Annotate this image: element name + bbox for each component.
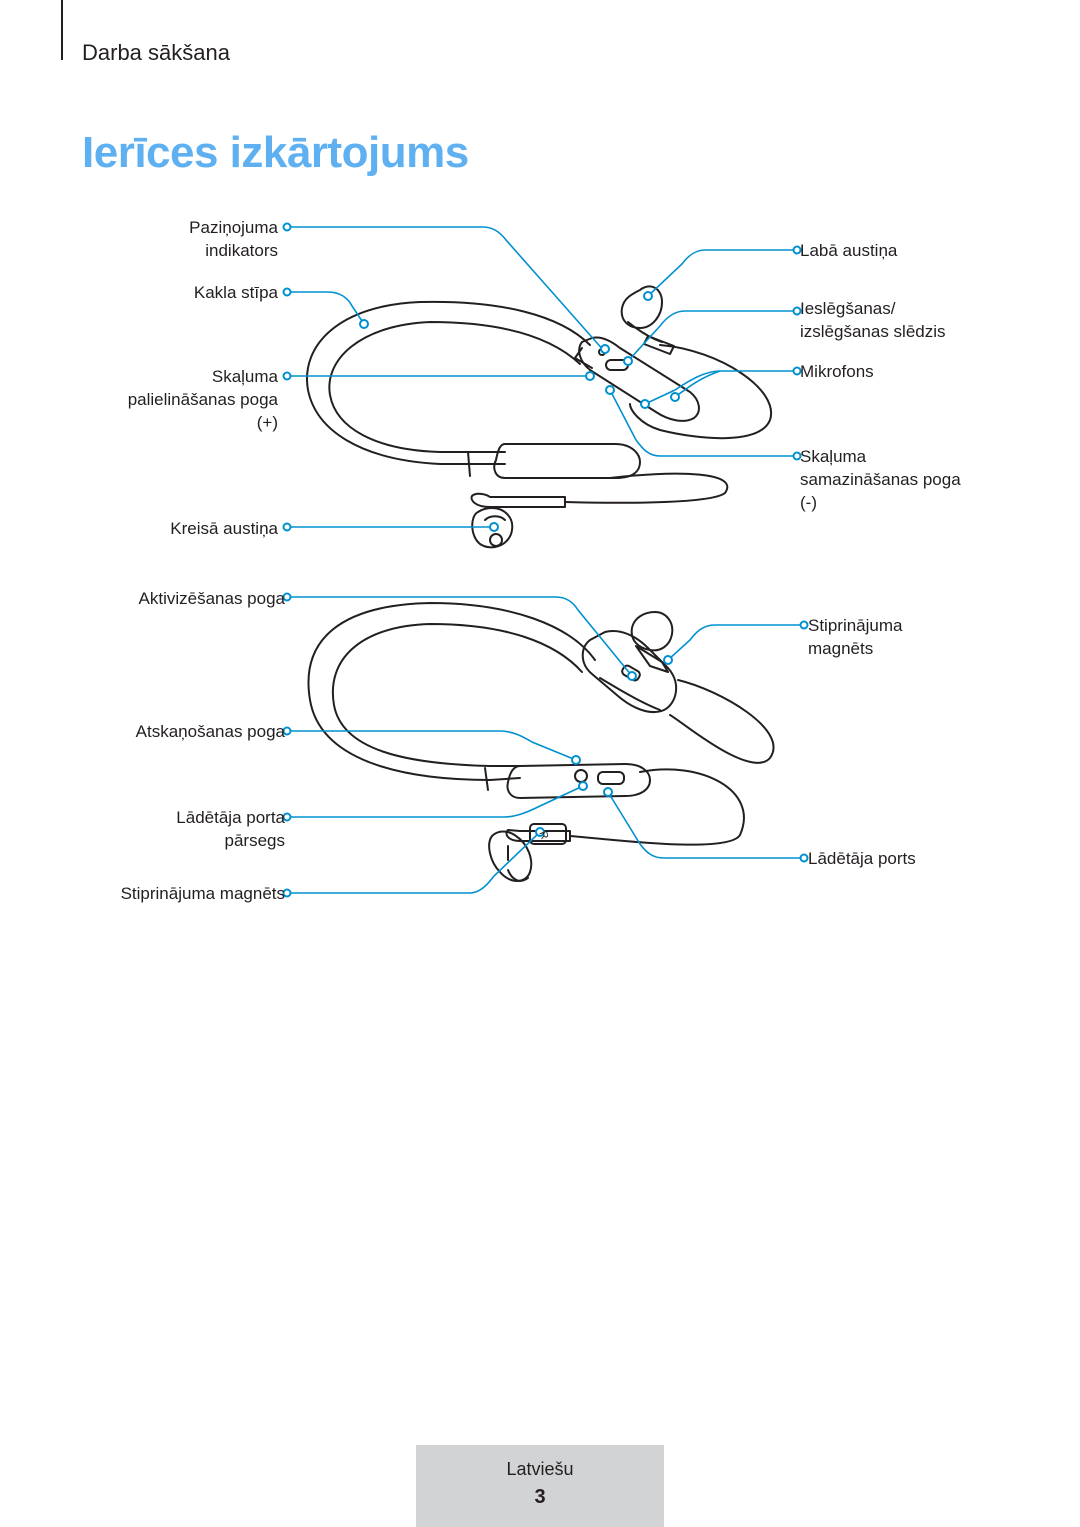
page-footer: Latviešu 3 xyxy=(416,1445,664,1527)
page-title: Ierīces izkārtojums xyxy=(82,128,469,177)
label-activation-button: Aktivizēšanas poga xyxy=(138,589,285,608)
label-charger-port-cover: Lādētāja porta pārsegs xyxy=(176,808,285,850)
bottom-neckband-illustration xyxy=(307,602,775,882)
label-neckband: Kakla stīpa xyxy=(193,283,278,302)
callout-dots xyxy=(282,222,809,898)
label-notification-indicator: Paziņojuma indikators xyxy=(189,218,278,260)
page-number: 3 xyxy=(534,1486,546,1508)
label-volume-up: Skaļuma palielināšanas poga (+) xyxy=(127,367,278,432)
label-play-button: Atskaņošanas poga xyxy=(135,722,285,741)
top-neckband-illustration xyxy=(306,285,773,549)
svg-text:R: R xyxy=(536,829,550,841)
label-attachment-magnet-right: Stiprinājuma magnēts xyxy=(808,616,903,658)
label-right-earbud: Labā austiņa xyxy=(800,241,898,260)
label-power-switch: Ieslēgšanas/ izslēgšanas slēdzis xyxy=(800,299,946,341)
label-charger-port: Lādētāja ports xyxy=(808,849,916,868)
margin-rule xyxy=(61,0,63,60)
section-title: Darba sākšana xyxy=(82,40,230,65)
label-volume-down: Skaļuma samazināšanas poga (-) xyxy=(800,447,961,512)
label-microphone: Mikrofons xyxy=(800,362,874,381)
callout-leaders xyxy=(287,226,804,894)
footer-language: Latviešu xyxy=(506,1459,574,1479)
label-left-earbud: Kreisā austiņa xyxy=(170,519,278,538)
label-attachment-magnet-left: Stiprinājuma magnēts xyxy=(120,884,285,903)
